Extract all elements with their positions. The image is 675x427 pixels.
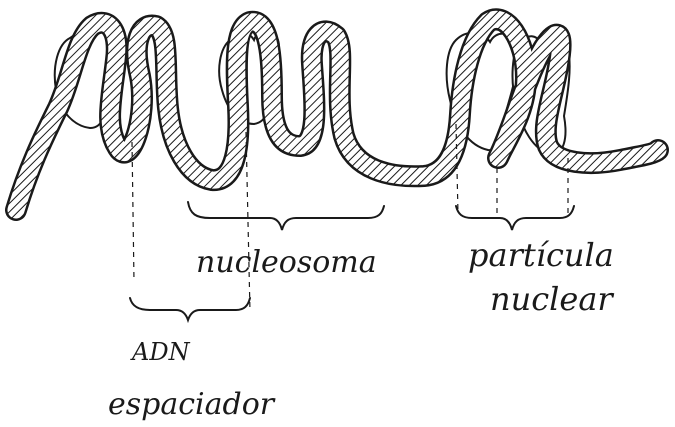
core-particle-label-line1: partícula bbox=[468, 236, 614, 274]
linker-dna-label-line2: espaciador bbox=[108, 387, 276, 422]
linker-left-guide bbox=[132, 142, 134, 282]
linker-dna-label-line1: ADN bbox=[130, 338, 191, 366]
linker-right-guide bbox=[246, 132, 250, 312]
nucleosome-brace bbox=[188, 202, 384, 230]
core-particle-label-line2: nuclear bbox=[490, 280, 614, 318]
particle-brace bbox=[456, 206, 574, 230]
linker-brace bbox=[130, 298, 250, 320]
nucleosome-label: nucleosoma bbox=[196, 245, 377, 280]
